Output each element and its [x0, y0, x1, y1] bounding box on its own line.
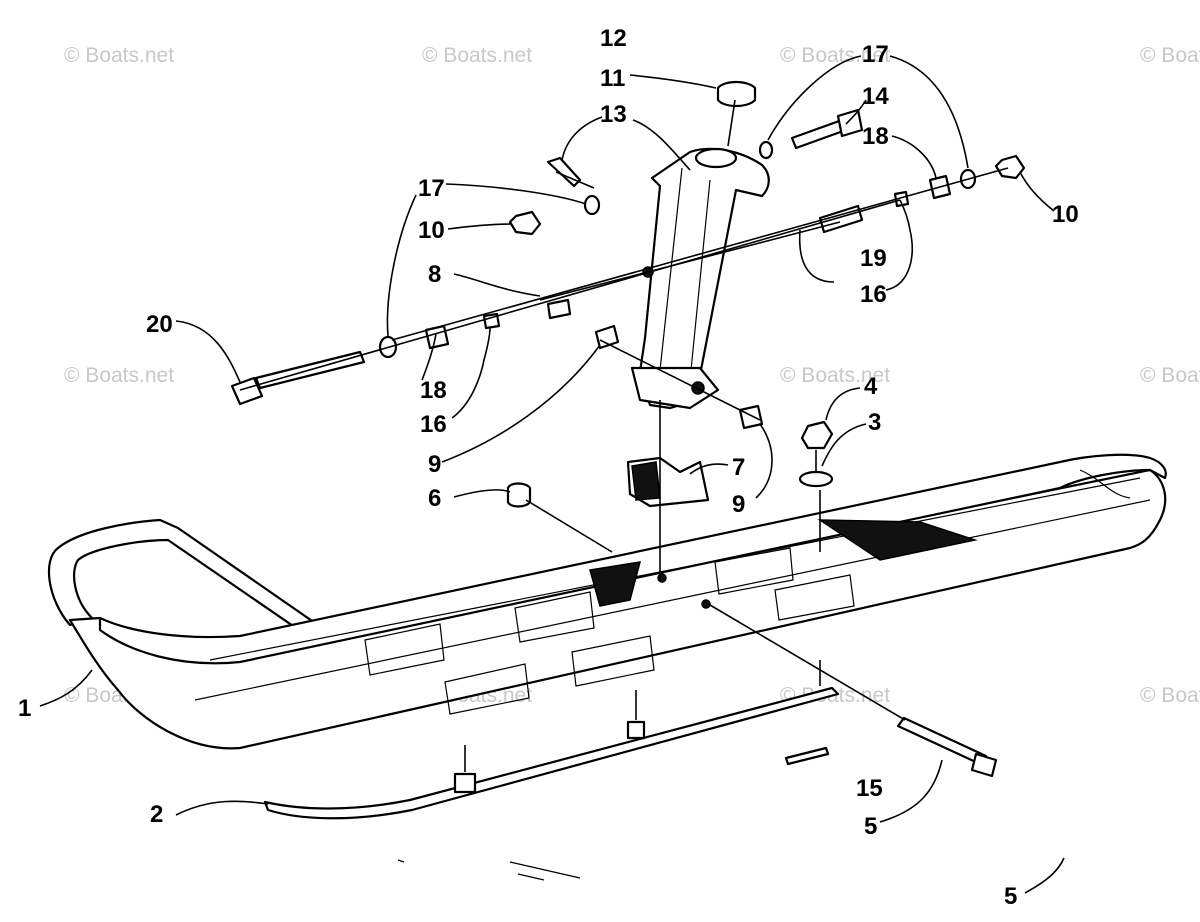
callout-16: 16 [420, 411, 447, 438]
callout-8: 8 [428, 261, 441, 288]
assembly-lines [239, 99, 1009, 721]
watermark: © Boats.net [64, 364, 174, 387]
watermark: © Boats.net [1140, 684, 1200, 707]
watermark: © Boats.net [780, 364, 890, 387]
watermark: © Boats.net [64, 44, 174, 67]
cap-12 [716, 80, 757, 108]
callout-13: 13 [600, 101, 627, 128]
callout-17: 17 [418, 175, 445, 202]
callout-12: 12 [600, 25, 627, 52]
callout-20: 20 [146, 311, 173, 338]
callout-5: 5 [864, 813, 877, 840]
callout-1: 1 [18, 695, 31, 722]
watermark: © Boats.net [1140, 44, 1200, 67]
callout-4: 4 [864, 373, 878, 400]
callout-16: 16 [860, 281, 887, 308]
callout-17: 17 [862, 41, 889, 68]
callout-18: 18 [420, 377, 447, 404]
wear-bar [263, 660, 840, 820]
spindle [630, 147, 770, 410]
callout-labels: 1 2 3 4 5 5 6 7 8 9 9 10 10 11 12 13 14 … [18, 25, 1079, 910]
callout-10: 10 [418, 217, 445, 244]
callout-7: 7 [732, 454, 745, 481]
watermark: © Boats.net [780, 44, 890, 67]
callout-15: 15 [856, 775, 883, 802]
callout-10: 10 [1052, 201, 1079, 228]
callout-6: 6 [428, 485, 441, 512]
callout-5: 5 [1004, 883, 1017, 910]
callout-11: 11 [600, 65, 625, 92]
callout-14: 14 [862, 83, 889, 110]
callout-3: 3 [868, 409, 881, 436]
watermark: © Boats.net [1140, 364, 1200, 387]
hardware [230, 80, 1026, 881]
callout-9: 9 [428, 451, 441, 478]
ski-body [47, 453, 1167, 750]
watermark: © Boats.net [422, 44, 532, 67]
leader-lines [39, 55, 1065, 894]
callout-19: 19 [860, 245, 887, 272]
callout-18: 18 [862, 123, 889, 150]
callout-2: 2 [150, 801, 163, 828]
callout-9: 9 [732, 491, 745, 518]
